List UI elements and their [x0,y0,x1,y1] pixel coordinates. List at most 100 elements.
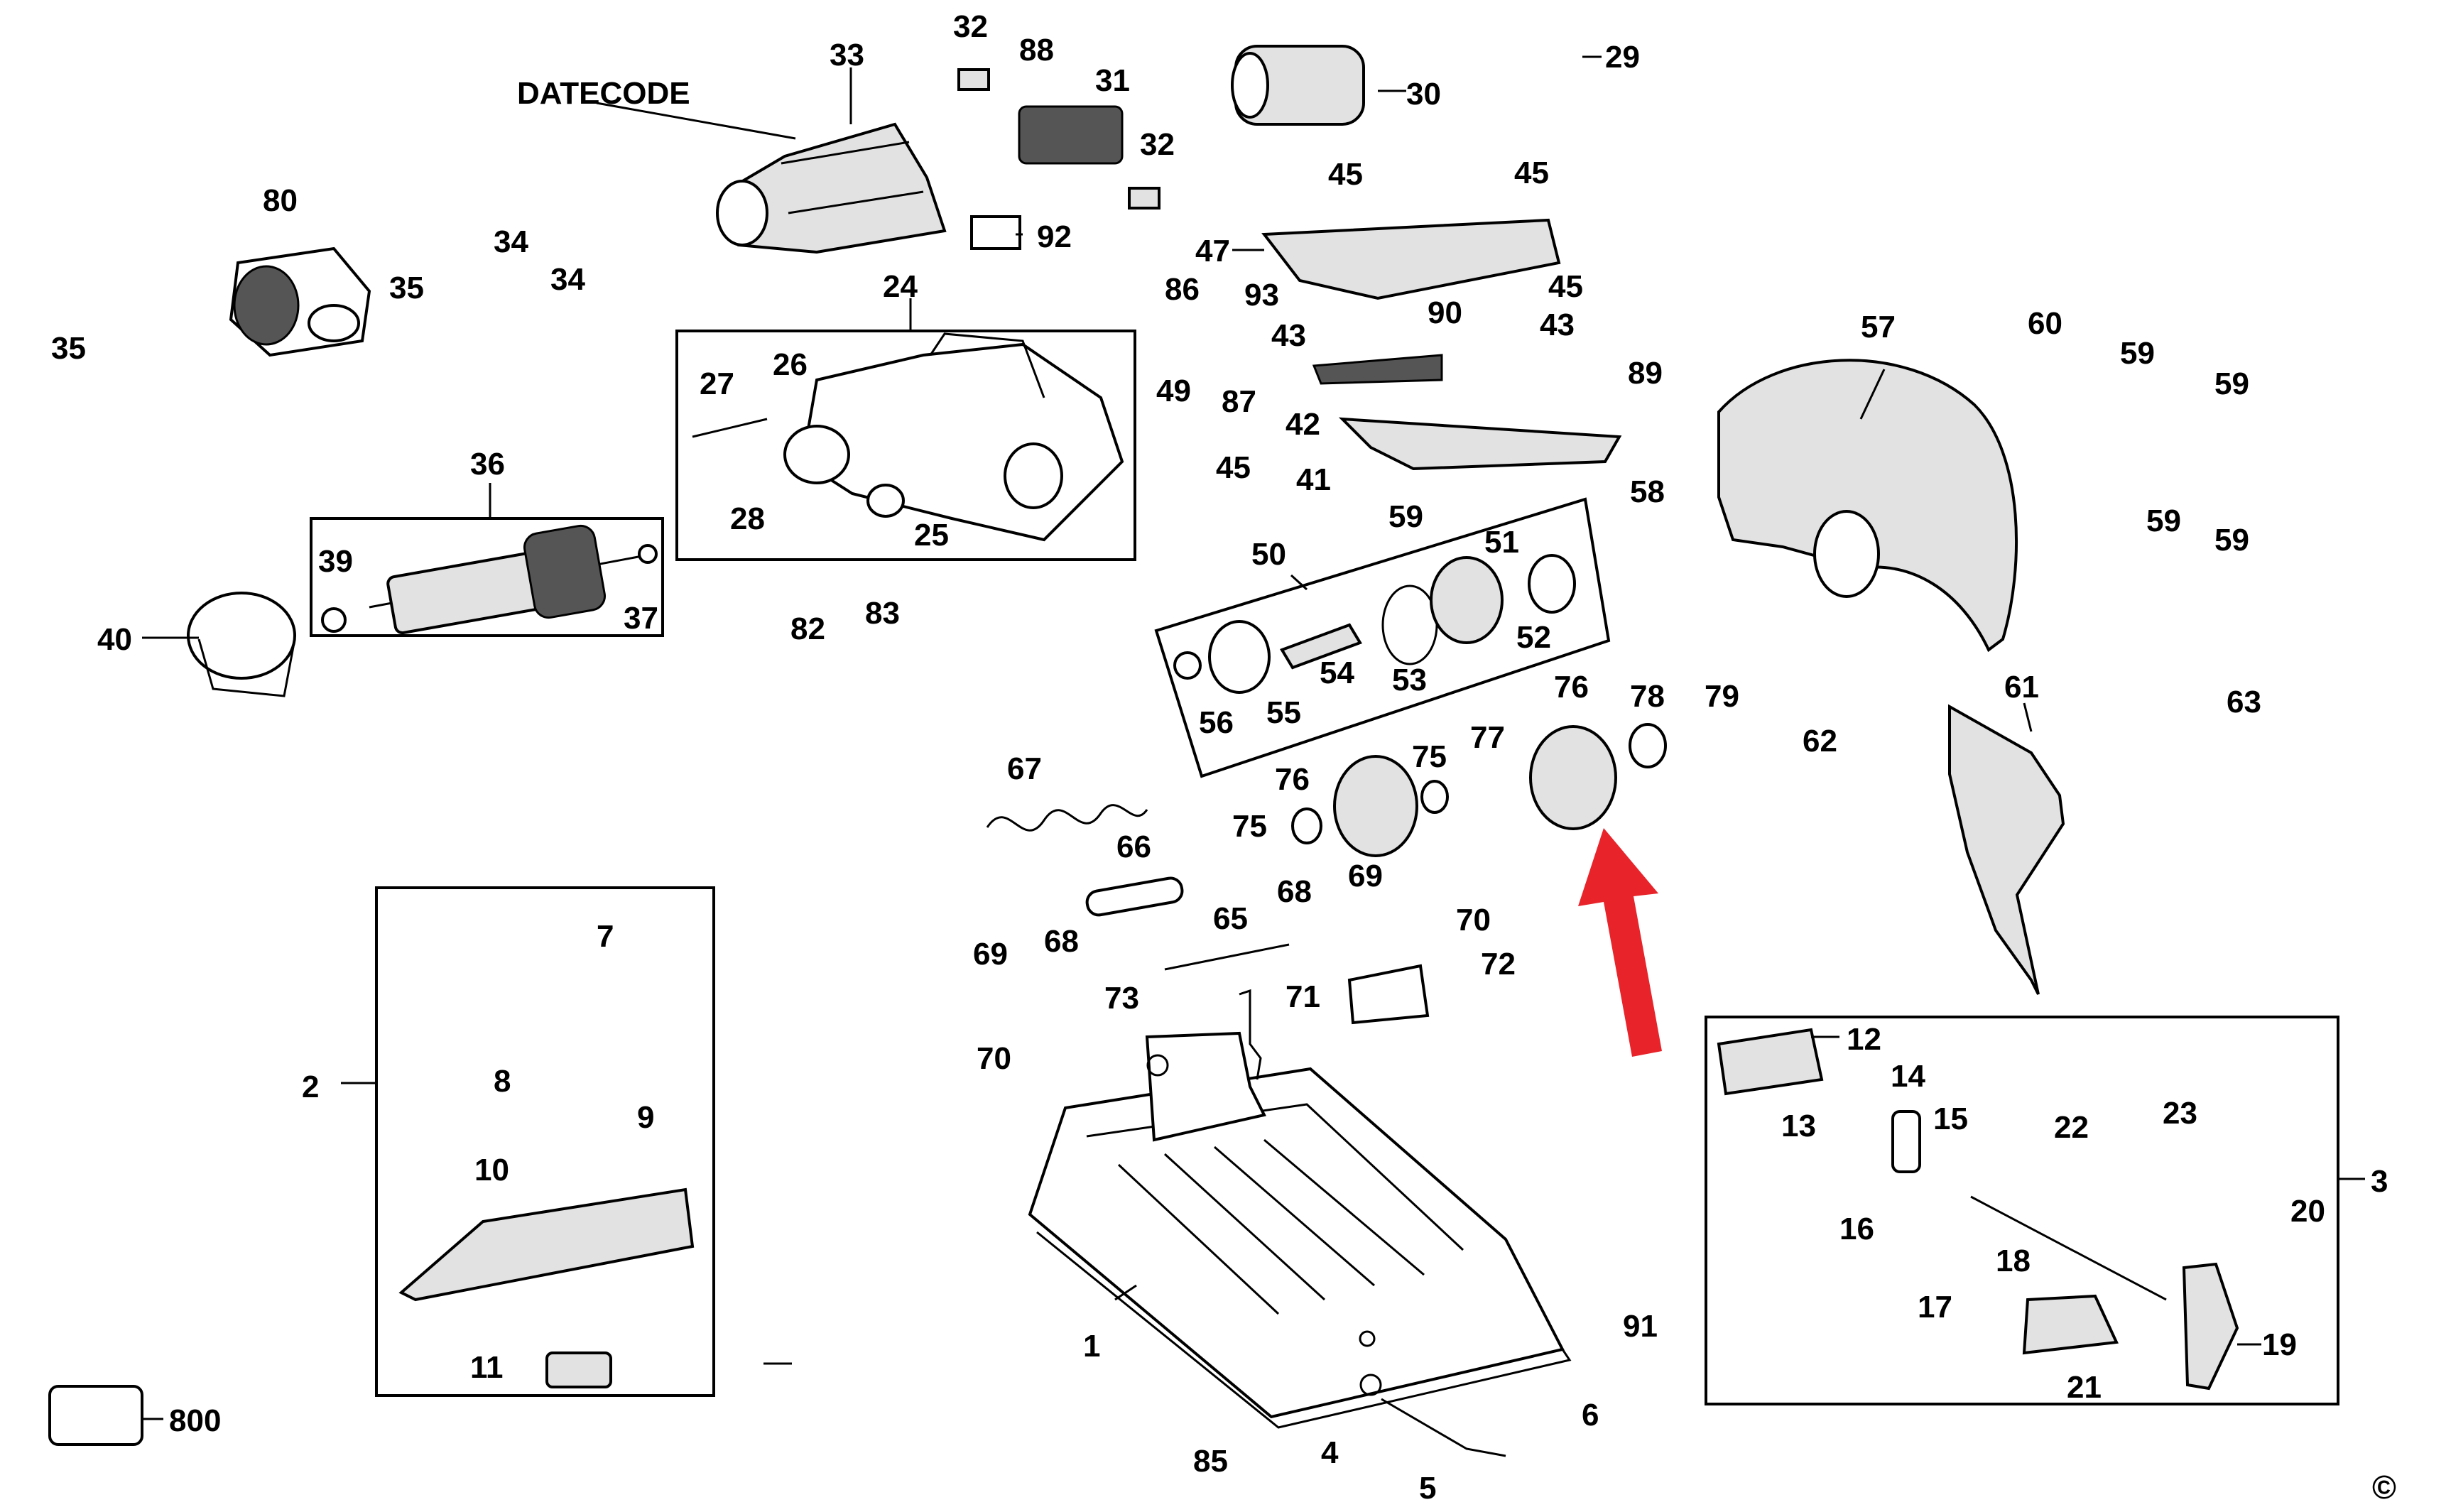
label-59d: 59 [2146,504,2181,538]
label-30: 30 [1406,77,1441,112]
label-20: 20 [2290,1194,2325,1229]
latch-42 [1312,354,1443,385]
label-42: 42 [1285,407,1320,442]
label-86: 86 [1165,272,1200,307]
label-75a: 75 [1232,809,1267,844]
label-23: 23 [2163,1096,2197,1131]
label-6: 6 [1582,1398,1599,1432]
group-box-36 [310,517,664,637]
label-45d: 45 [1216,450,1251,485]
label-34b: 34 [550,262,585,297]
label-72: 72 [1481,947,1516,981]
label-51: 51 [1484,525,1519,560]
label-9: 9 [637,1100,654,1135]
label-55: 55 [1266,695,1301,730]
label-79: 79 [1705,679,1739,714]
label-59c: 59 [2214,366,2249,401]
label-63: 63 [2227,685,2261,719]
label-93: 93 [1244,278,1279,312]
label-52: 52 [1516,620,1551,655]
label-17: 17 [1918,1290,1952,1325]
group-box-24 [675,330,1136,561]
washer-78 [1629,723,1667,768]
washer-75b [1420,780,1449,814]
label-78: 78 [1630,679,1665,714]
label-45b: 45 [1514,156,1549,190]
label-8: 8 [494,1064,511,1099]
label-32b: 32 [1140,127,1175,162]
lever-41 [1338,417,1622,471]
label-66: 66 [1116,830,1151,864]
rod-65 [1164,943,1290,971]
brush-holder [1018,105,1124,165]
clamp-11 [545,1351,612,1388]
label-4: 4 [1321,1435,1339,1470]
washer-75a [1291,807,1322,844]
datecode-label: DATECODE [517,76,690,111]
sleeve-14 [1891,1110,1921,1173]
label-50: 50 [1251,537,1286,572]
bearing-52 [1528,554,1576,614]
clamp-body-21 [2022,1294,2119,1355]
bracket-71 [1347,964,1430,1025]
flange-51 [1430,556,1504,644]
bearing-56 [1173,651,1202,680]
label-10: 10 [474,1153,509,1187]
handle-19 [2182,1262,2239,1391]
end-cap [229,246,371,357]
label-28: 28 [730,501,765,536]
label-58: 58 [1630,474,1665,509]
cover-47 [1261,218,1561,300]
label-70a: 70 [1456,903,1491,937]
group-box-50 [1154,497,1611,778]
label-54: 54 [1320,656,1354,690]
label-19: 19 [2262,1327,2297,1362]
label-59a: 59 [1388,499,1423,534]
oring-53 [1381,584,1438,665]
label-41: 41 [1296,462,1331,497]
flange-76b [1529,725,1617,830]
motor-housing [716,122,947,254]
brush-32a [957,68,990,91]
label-89: 89 [1628,356,1663,391]
brush-32b [1128,187,1161,210]
hex-key [1381,1398,1506,1457]
label-59e: 59 [2214,523,2249,558]
label-13: 13 [1781,1109,1816,1143]
label-67: 67 [1007,751,1042,786]
label-62: 62 [1803,724,1837,758]
label-68a: 68 [1277,874,1312,909]
label-33: 33 [830,38,864,72]
label-27: 27 [700,366,734,401]
label-76a: 76 [1275,762,1310,797]
label-36: 36 [470,447,505,482]
label-88: 88 [1019,33,1054,67]
label-45a: 45 [1328,157,1363,192]
label-90: 90 [1428,295,1462,330]
label-49: 49 [1156,374,1191,408]
label-39: 39 [318,544,353,579]
label-71: 71 [1285,979,1320,1014]
label-80: 80 [263,183,298,218]
label-70b: 70 [977,1041,1011,1076]
label-34a: 34 [494,224,528,259]
fence-10 [398,1187,695,1302]
label-92: 92 [1037,219,1072,254]
label-35a: 35 [389,271,424,305]
label-1: 1 [1083,1329,1100,1364]
label-73: 73 [1104,981,1139,1016]
label-32a: 32 [953,9,988,44]
label-11: 11 [470,1350,504,1385]
part-labels: 1 2 3 4 5 6 7 8 9 10 11 12 13 14 15 16 1… [51,9,2388,1506]
label-31: 31 [1095,63,1130,98]
group-box-2 [375,886,715,1397]
label-800: 800 [169,1403,221,1438]
group-box-3 [1705,1016,2339,1405]
label-68b: 68 [1044,924,1079,959]
baffle [187,592,296,697]
base-plate [1028,1067,1572,1429]
gear-55 [1208,620,1271,694]
label-40: 40 [97,622,132,657]
label-37: 37 [624,601,658,636]
